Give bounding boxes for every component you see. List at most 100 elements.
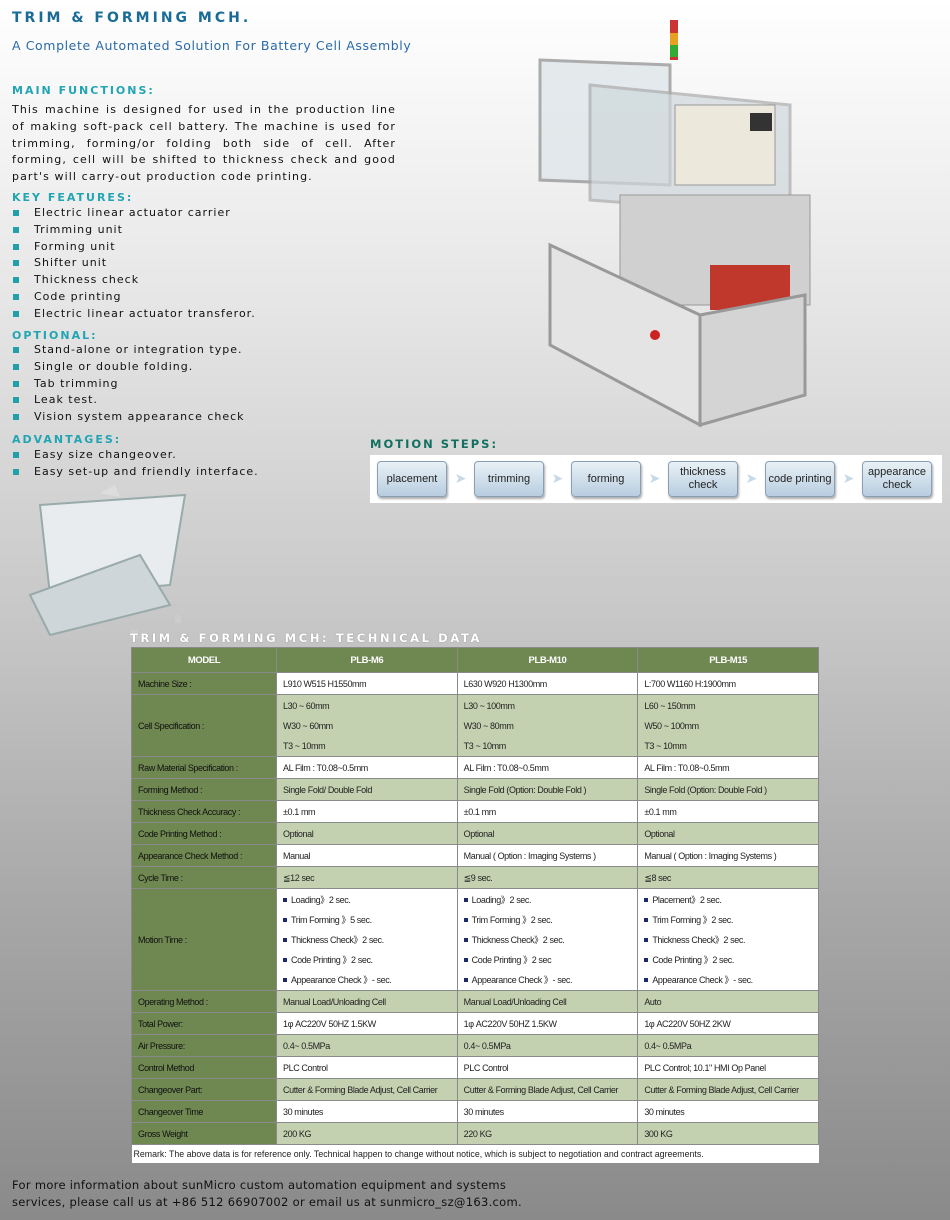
- table-cell: 0.4~ 0.5MPa: [637, 1034, 819, 1057]
- arrow-right-icon: ➤: [745, 471, 758, 487]
- table-cell: Single Fold (Option: Double Fold ): [637, 778, 819, 801]
- table-cell: Loading》2 sec.Trim Forming 》2 sec.Thickn…: [456, 888, 639, 991]
- motion-steps-flow: placement ➤ trimming ➤ forming ➤ thickness che…: [370, 455, 942, 503]
- cell-line: AL Film : T0.08~0.5mm: [283, 762, 368, 773]
- table-cell: ≦8 sec: [637, 866, 819, 889]
- table-row: Thickness Check Accuracy : ±0.1 mm ±0.1 mm…: [131, 800, 819, 823]
- cell-line: Cutter & Forming Blade Adjust, Cell Carr…: [283, 1084, 438, 1095]
- cell-line: T3 ~ 10mm: [644, 740, 687, 751]
- list-item: Leak test.: [12, 392, 245, 409]
- cell-line: ±0.1 mm: [463, 806, 497, 817]
- table-cell: Cutter & Forming Blade Adjust, Cell Carr…: [456, 1078, 639, 1101]
- motion-step: forming: [571, 461, 641, 497]
- table-row: Cycle Time :≦12 sec≦9 sec.≦8 sec: [131, 866, 819, 889]
- table-cell: Single Fold (Option: Double Fold ): [456, 778, 639, 801]
- row-label: Changeover Part:: [131, 1078, 277, 1101]
- cell-line: Thickness Check》2 sec.: [644, 930, 812, 950]
- table-cell: AL Film : T0.08~0.5mm: [637, 756, 819, 779]
- table-cell: 300 KG: [637, 1122, 819, 1145]
- cell-line: Single Fold (Option: Double Fold ): [463, 784, 587, 795]
- table-cell: Cutter & Forming Blade Adjust, Cell Carr…: [637, 1078, 819, 1101]
- cell-line: PLC Control: [463, 1062, 509, 1073]
- list-item: Thickness check: [12, 272, 256, 289]
- arrow-right-icon: ➤: [551, 471, 564, 487]
- cell-line: T3 ~ 10mm: [283, 740, 326, 751]
- row-label: Changeover Time: [131, 1100, 277, 1123]
- list-item: Code printing: [12, 289, 256, 306]
- list-item: Electric linear actuator carrier: [12, 205, 256, 222]
- list-item: Forming unit: [12, 239, 256, 256]
- cell-line: Trim Forming 》2 sec.: [463, 910, 632, 930]
- cell-line: Code Printing 》2 sec: [463, 950, 632, 970]
- cell-line: L30 ~ 60mm: [283, 700, 330, 711]
- motion-step: placement: [377, 461, 447, 497]
- cell-line: Single Fold/ Double Fold: [283, 784, 372, 795]
- arrow-right-icon: ➤: [842, 471, 855, 487]
- motion-step: thickness check: [668, 461, 738, 497]
- table-cell: ±0.1 mm: [276, 800, 458, 823]
- machine-image: [538, 20, 811, 428]
- cell-line: Thickness Check》2 sec.: [283, 930, 451, 950]
- table-cell: 1φ AC220V 50HZ 2KW: [637, 1012, 819, 1035]
- cell-line: Auto: [644, 996, 662, 1007]
- table-cell: Cutter & Forming Blade Adjust, Cell Carr…: [276, 1078, 458, 1101]
- table-cell: PLC Control: [456, 1056, 639, 1079]
- table-cell: Manual ( Option : Imaging Systems ): [637, 844, 819, 867]
- page-title: TRIM & FORMING MCH.: [12, 10, 252, 26]
- cell-line: Loading》2 sec.: [463, 890, 632, 910]
- cell-line: Manual Load/Unloading Cell: [463, 996, 567, 1007]
- cell-line: Code Printing 》2 sec.: [283, 950, 451, 970]
- battery-cell-image: [28, 485, 187, 638]
- table-cell: Optional: [456, 822, 639, 845]
- table-cell: 1φ AC220V 50HZ 1.5KW: [276, 1012, 458, 1035]
- list-item: Tab trimming: [12, 376, 245, 393]
- cell-line: W30 ~ 60mm: [283, 720, 333, 731]
- cell-line: 30 minutes: [644, 1106, 685, 1117]
- table-cell: PLC Control: [276, 1056, 458, 1079]
- cell-line: Loading》2 sec.: [283, 890, 451, 910]
- optional-list: Stand-alone or integration type.Single o…: [12, 342, 245, 426]
- row-label: Air Pressure:: [131, 1034, 277, 1057]
- cell-line: Appearance Check 》- sec.: [463, 970, 632, 990]
- column-header: PLB-M15: [637, 647, 819, 673]
- footer-line-2: services, please call us at +86 512 6690…: [12, 1195, 522, 1209]
- table-cell: ≦12 sec: [276, 866, 458, 889]
- cell-line: L630 W920 H1300mm: [463, 678, 548, 689]
- table-row: Operating Method :Manual Load/Unloading …: [131, 990, 819, 1013]
- arrow-right-icon: ➤: [454, 471, 467, 487]
- footer-contact: For more information about sunMicro cust…: [12, 1177, 522, 1211]
- table-cell: 1φ AC220V 50HZ 1.5KW: [456, 1012, 639, 1035]
- technical-data-heading: TRIM & FORMING MCH: TECHNICAL DATA: [130, 631, 482, 645]
- cell-line: Placement》2 sec.: [644, 890, 812, 910]
- table-cell: L630 W920 H1300mm: [456, 672, 639, 695]
- cell-line: ≦9 sec.: [463, 872, 493, 883]
- cell-line: AL Film : T0.08~0.5mm: [644, 762, 730, 773]
- cell-line: 1φ AC220V 50HZ 1.5KW: [283, 1018, 376, 1029]
- cell-line: Appearance Check 》- sec.: [283, 970, 451, 990]
- main-functions-heading: MAIN FUNCTIONS:: [12, 84, 155, 97]
- table-cell: 0.4~ 0.5MPa: [456, 1034, 639, 1057]
- cell-line: Trim Forming 》2 sec.: [644, 910, 812, 930]
- cell-line: 1φ AC220V 50HZ 2KW: [644, 1018, 731, 1029]
- motion-steps-heading: MOTION STEPS:: [370, 437, 499, 451]
- cell-line: 0.4~ 0.5MPa: [644, 1040, 692, 1051]
- remark-text: Remark: The above data is for reference …: [131, 1144, 819, 1163]
- cell-line: 200 KG: [283, 1128, 312, 1139]
- table-cell: Auto: [637, 990, 819, 1013]
- row-label: Forming Method :: [131, 778, 277, 801]
- cell-line: 220 KG: [463, 1128, 493, 1139]
- cell-line: L910 W515 H1550mm: [283, 678, 367, 689]
- cell-line: AL Film : T0.08~0.5mm: [463, 762, 549, 773]
- row-label: Appearance Check Method :: [131, 844, 277, 867]
- cell-line: L:700 W1160 H:1900mm: [644, 678, 736, 689]
- cell-line: ±0.1 mm: [283, 806, 316, 817]
- row-label: Thickness Check Accuracy :: [131, 800, 277, 823]
- motion-step: trimming: [474, 461, 544, 497]
